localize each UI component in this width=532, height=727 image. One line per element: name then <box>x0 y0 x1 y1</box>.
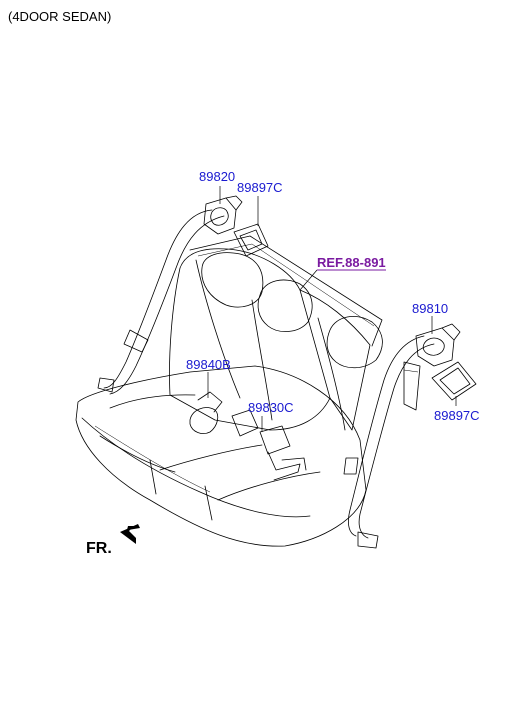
front-arrow-icon <box>120 524 140 544</box>
front-direction-label: FR. <box>86 540 112 557</box>
right-trim-cover <box>431 361 477 401</box>
leader-lines <box>207 186 457 432</box>
front-arrow-tail-icon <box>126 526 134 534</box>
left-trim-cover <box>233 223 269 257</box>
buckle-center <box>259 425 307 481</box>
reference-link[interactable]: REF.88-891 <box>317 255 386 270</box>
rear-seat-assembly <box>75 195 477 549</box>
left-retractor <box>203 195 243 235</box>
front-direction-indicator: FR. <box>86 524 140 557</box>
buckle-left <box>189 391 259 437</box>
headrest-center <box>257 279 313 332</box>
seat-cushion <box>75 365 367 547</box>
callout-cover-right[interactable]: 89897C <box>434 408 480 423</box>
callout-buckle-center[interactable]: 89830C <box>248 400 294 415</box>
callout-retractor-right[interactable]: 89810 <box>412 301 448 316</box>
callout-retractor-left[interactable]: 89820 <box>199 169 235 184</box>
headrest-left <box>201 252 264 308</box>
callout-buckle-left[interactable]: 89840B <box>186 357 231 372</box>
callout-cover-left[interactable]: 89897C <box>237 180 283 195</box>
variant-title: (4DOOR SEDAN) <box>8 9 111 24</box>
headrest-right <box>326 316 383 369</box>
seat-back <box>169 235 383 431</box>
left-belt-webbing <box>97 209 225 395</box>
right-retractor <box>415 323 461 367</box>
right-belt-webbing <box>343 335 435 549</box>
